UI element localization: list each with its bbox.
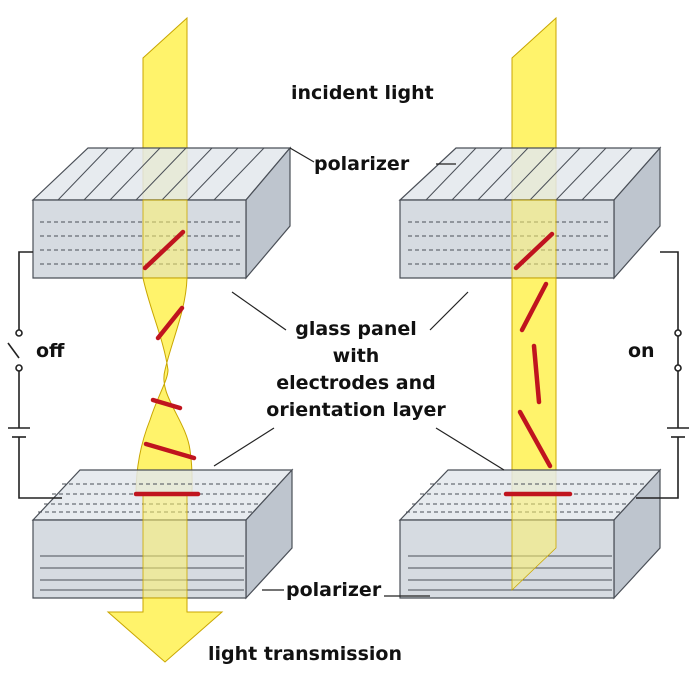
molecule-right-1: [513, 231, 555, 271]
light-transmission-label: light transmission: [208, 643, 402, 665]
switch-contact-right-bottom: [674, 364, 682, 372]
leader-lines: [213, 147, 505, 597]
glass-panel-label-1: glass panel: [295, 318, 417, 340]
polarizer-bottom-label: polarizer: [286, 579, 382, 601]
incident-light-label: incident light: [291, 82, 434, 104]
glass-panel-label-4: orientation layer: [266, 399, 446, 421]
switch-contact-right-top: [674, 329, 682, 337]
molecule-right-4: [517, 409, 553, 469]
switch-contact-left-bottom: [15, 364, 23, 372]
circuit-left: [7, 251, 62, 499]
twisted-light-left: [135, 277, 193, 495]
glass-panel-label-3: electrodes and: [276, 372, 435, 394]
circuit-right: [636, 251, 689, 499]
molecule-left-4: [143, 441, 197, 461]
molecule-right-3: [531, 343, 542, 405]
molecule-left-3: [150, 397, 183, 411]
top-polarizer-right: [398, 146, 662, 280]
polarizer-top-label: polarizer: [314, 153, 410, 175]
top-polarizer-left: [31, 146, 292, 280]
beam-in-bottom-left: [142, 493, 188, 599]
transmission-arrow: [106, 597, 224, 663]
bottom-polarizer-right: [398, 468, 662, 600]
switch-contact-left-top: [15, 329, 23, 337]
switch-off-label: off: [36, 340, 65, 362]
molecule-left-2: [155, 305, 185, 341]
straight-light-right: [511, 277, 557, 495]
glass-panel-label-2: with: [333, 345, 380, 367]
molecule-right-2: [519, 281, 549, 333]
switch-on-label: on: [628, 340, 655, 362]
molecule-left-1: [142, 229, 186, 271]
